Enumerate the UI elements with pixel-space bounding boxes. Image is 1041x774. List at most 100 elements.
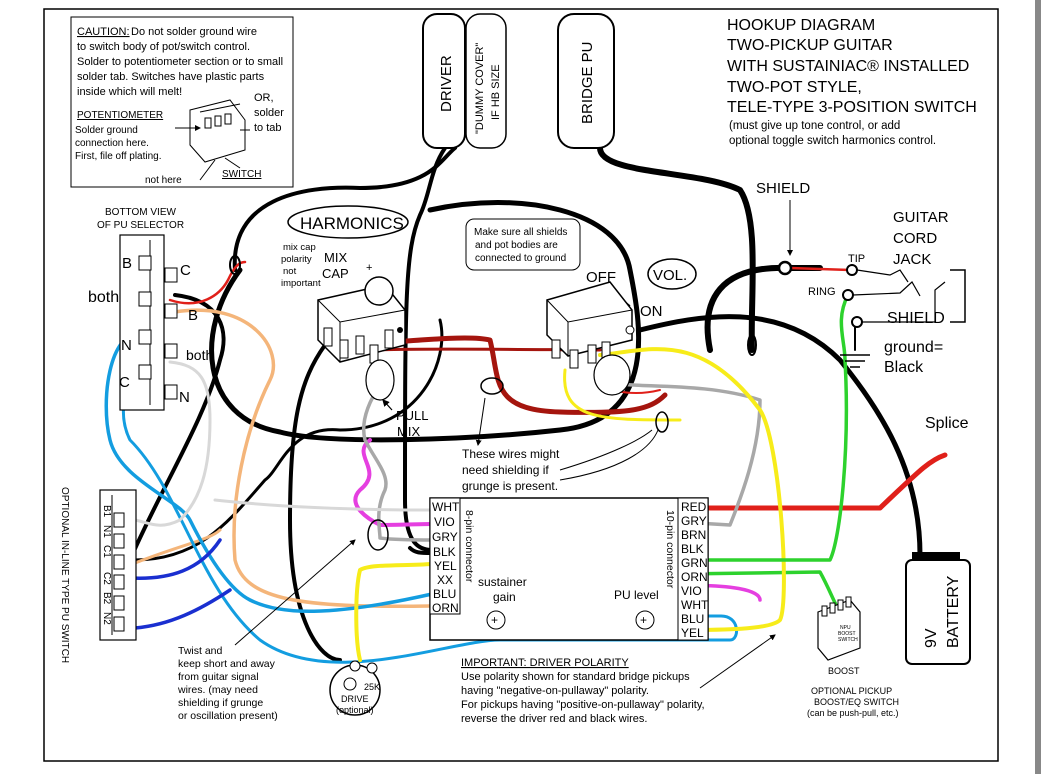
boost-label: BOOST bbox=[828, 666, 860, 676]
pin10-label: VIO bbox=[681, 584, 702, 598]
volume-label: VOL. bbox=[653, 267, 687, 284]
vol-on-label: ON bbox=[640, 303, 663, 320]
inline-pin: C2 bbox=[101, 572, 112, 585]
grunge-note-line: grunge is present. bbox=[462, 479, 558, 493]
mix-cap-note: polarity bbox=[281, 254, 312, 265]
bridge-pu-label: BRIDGE PU bbox=[579, 41, 596, 124]
polarity-line: Use polarity shown for standard bridge p… bbox=[461, 671, 690, 683]
caution-box: CAUTION: Do not solder ground wire to sw… bbox=[70, 16, 294, 188]
switch-label: SWITCH bbox=[222, 169, 261, 180]
pull-mix-label: MIX bbox=[397, 424, 420, 439]
twist-note-line: or oscillation present) bbox=[178, 710, 278, 722]
or-note: OR, bbox=[254, 92, 274, 104]
caution-line: Solder to potentiometer section or to sm… bbox=[77, 56, 283, 68]
wire-lightgray-selector bbox=[133, 360, 212, 527]
wire-blue-selector bbox=[104, 333, 434, 613]
twist-note: Twist and keep short and away from guita… bbox=[177, 519, 389, 722]
twist-note-line: shielding if grunge bbox=[178, 697, 263, 709]
title-line: TWO-PICKUP GUITAR bbox=[727, 37, 893, 54]
or-note: to tab bbox=[254, 122, 282, 134]
mix-cap-label: CAP bbox=[322, 266, 349, 281]
mix-cap-note: important bbox=[281, 278, 321, 289]
dummy-cover-label: "DUMMY COVER" bbox=[474, 43, 486, 134]
title-line: WITH SUSTAINIAC® INSTALLED bbox=[727, 58, 969, 75]
pin10-label: BRN bbox=[681, 528, 706, 542]
jack-tip-terminal bbox=[846, 264, 858, 276]
jack-title: GUITAR bbox=[893, 209, 949, 226]
jack-tip-label: TIP bbox=[848, 253, 865, 265]
pin10-label: GRY bbox=[681, 514, 707, 528]
selector-heading: OF PU SELECTOR bbox=[97, 220, 184, 231]
pins8-list: WHT VIO GRY BLK YEL XX BLU ORN bbox=[432, 500, 460, 615]
polarity-heading: IMPORTANT: DRIVER POLARITY bbox=[461, 657, 629, 669]
battery: 9V BATTERY bbox=[905, 552, 971, 665]
polarity-note: IMPORTANT: DRIVER POLARITY Use polarity … bbox=[461, 634, 776, 725]
wire-yellow-2 bbox=[563, 368, 682, 422]
drive-pot: 25K DRIVE (optional) bbox=[329, 660, 381, 716]
pull-mix-label: PULL bbox=[396, 408, 429, 423]
title-block: HOOKUP DIAGRAM TWO-PICKUP GUITAR WITH SU… bbox=[727, 17, 977, 147]
pin8-label: ORN bbox=[432, 601, 459, 615]
pot-note: First, file off plating. bbox=[75, 151, 162, 162]
jack-ground-terminal bbox=[851, 316, 863, 328]
shield-note: Make sure all shields bbox=[474, 227, 567, 238]
inline-switch: OPTIONAL IN-LINE TYPE PU SWITCH B1 N1 C1… bbox=[59, 487, 137, 663]
wire-black-pot-ground bbox=[288, 343, 342, 662]
caution-line: Do not solder ground wire bbox=[131, 26, 257, 38]
polarity-line: reverse the driver red and black wires. bbox=[461, 713, 647, 725]
or-note: solder bbox=[254, 107, 284, 119]
pin8-label: VIO bbox=[434, 515, 455, 529]
pot-switch-sketch-icon bbox=[175, 99, 250, 181]
pin8-label: BLK bbox=[433, 545, 456, 559]
wire-gray-vol bbox=[598, 378, 762, 527]
twist-note-line: Twist and bbox=[178, 645, 223, 657]
selector-b-left: B bbox=[122, 255, 132, 272]
boost-caption: OPTIONAL PICKUP bbox=[811, 686, 892, 696]
splice-label: Splice bbox=[925, 415, 969, 432]
jack-shield-top-label: SHIELD bbox=[756, 180, 810, 197]
battery-voltage: 9V bbox=[923, 628, 940, 648]
sustainer-gain-label: sustainer bbox=[478, 575, 527, 589]
ground-symbol-icon bbox=[840, 354, 870, 368]
jack-title: JACK bbox=[893, 251, 931, 268]
dummy-cover: "DUMMY COVER" IF HB SIZE bbox=[465, 13, 507, 149]
caution-line: inside which will melt! bbox=[77, 86, 182, 98]
inline-pin: B1 bbox=[101, 505, 112, 518]
inline-pin: N1 bbox=[101, 525, 112, 538]
twist-note-line: from guitar signal bbox=[178, 671, 259, 683]
pu-selector: BOTTOM VIEW OF PU SELECTOR B C both B N … bbox=[88, 207, 213, 411]
wire-darkred-pull bbox=[352, 335, 668, 415]
ground-label: ground= bbox=[884, 339, 943, 356]
harmonics-pot: HARMONICS mix cap polarity not important… bbox=[281, 205, 429, 439]
level-trimpot-plus: + bbox=[640, 613, 647, 627]
pin10-label: ORN bbox=[681, 570, 708, 584]
jack-shield-bottom-label: SHIELD bbox=[887, 310, 945, 327]
mix-cap-label: MIX bbox=[324, 250, 347, 265]
bridge-pickup: BRIDGE PU bbox=[557, 13, 615, 149]
wire-black-conn bbox=[408, 546, 434, 555]
conn10-label: 10-pin connector bbox=[664, 510, 676, 589]
selector-b-right: B bbox=[188, 307, 198, 324]
pin8-label: WHT bbox=[432, 500, 460, 514]
caution-line: to switch body of pot/switch control. bbox=[77, 41, 250, 53]
mix-cap-icon bbox=[364, 276, 394, 306]
pin8-label: YEL bbox=[434, 559, 457, 573]
wire-orange-selector bbox=[173, 308, 432, 609]
gain-trimpot-plus: + bbox=[491, 613, 498, 627]
title-line: TELE-TYPE 3-POSITION SWITCH bbox=[727, 99, 977, 116]
selector-c-left: C bbox=[119, 374, 130, 391]
pin8-label: BLU bbox=[433, 587, 456, 601]
jack-ring-label: RING bbox=[808, 286, 836, 298]
mix-cap-note: mix cap bbox=[283, 242, 316, 253]
jack-shield-terminal bbox=[777, 260, 793, 276]
jack-ring-terminal bbox=[842, 289, 854, 301]
caution-heading: CAUTION: bbox=[77, 26, 130, 38]
title-note: (must give up tone control, or add bbox=[729, 120, 900, 132]
output-jack: SHIELD GUITAR CORD JACK TIP RING SHIELD … bbox=[756, 180, 966, 376]
harmonics-label: HARMONICS bbox=[300, 214, 404, 233]
pin10-label: GRN bbox=[681, 556, 708, 570]
pin10-label: WHT bbox=[681, 598, 709, 612]
sustainer-board: WHT VIO GRY BLK YEL XX BLU ORN RED GRY B… bbox=[429, 497, 709, 641]
selector-heading: BOTTOM VIEW bbox=[105, 207, 176, 218]
